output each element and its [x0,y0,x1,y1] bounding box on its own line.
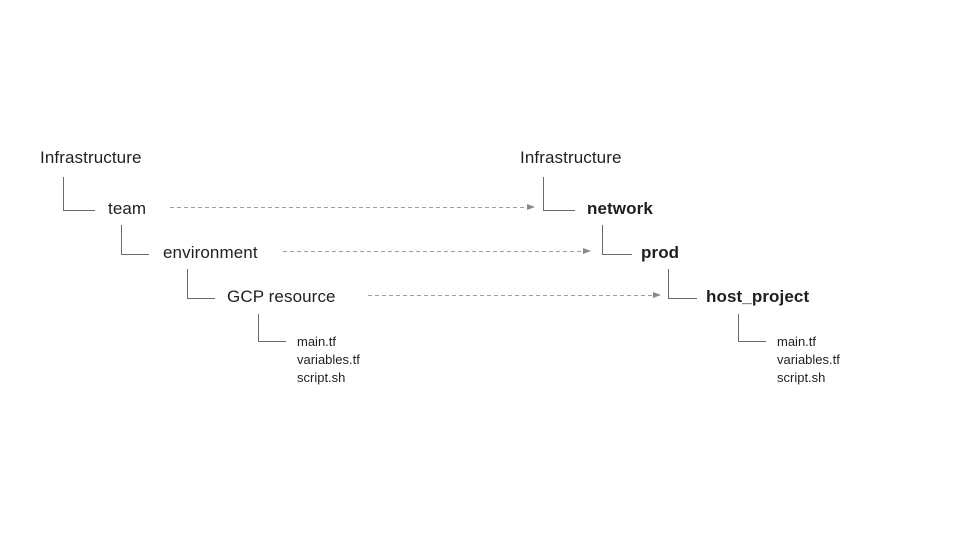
right-tree-node-prod: prod [641,243,680,262]
right-tree-connector-root-to-network [543,177,575,211]
file-item-variables-tf: variables.tf [777,352,840,367]
left-tree-connector-team-to-environment [121,225,149,255]
dashed-line [283,251,583,252]
left-tree-connector-environment-to-resource [187,269,215,299]
arrow-head-icon [653,292,661,298]
left-tree-connector-root-to-team [63,177,95,211]
file-item-main-tf: main.tf [297,334,337,349]
right-tree-node-host-project: host_project [706,287,810,306]
left-tree-connector-resource-to-files [258,314,286,342]
left-tree-file-list: main.tf variables.tf script.sh [297,333,360,387]
arrow-head-icon [527,204,535,210]
file-item-variables-tf: variables.tf [297,352,360,367]
right-tree-connector-hostproject-to-files [738,314,766,342]
right-tree-file-list: main.tf variables.tf script.sh [777,333,840,387]
left-tree-node-environment: environment [163,243,258,262]
right-tree-connector-prod-to-hostproject [668,269,697,299]
file-item-script-sh: script.sh [777,370,826,385]
left-tree-node-team: team [108,199,147,218]
file-item-main-tf: main.tf [777,334,817,349]
left-tree-root-label: Infrastructure [40,148,142,167]
right-tree-connector-network-to-prod [602,225,632,255]
right-tree-node-network: network [587,199,653,218]
dashed-line [368,295,653,296]
right-tree-root-label: Infrastructure [520,148,622,167]
arrow-head-icon [583,248,591,254]
file-item-script-sh: script.sh [297,370,346,385]
left-tree-node-gcp-resource: GCP resource [227,287,336,306]
dashed-line [170,207,527,208]
